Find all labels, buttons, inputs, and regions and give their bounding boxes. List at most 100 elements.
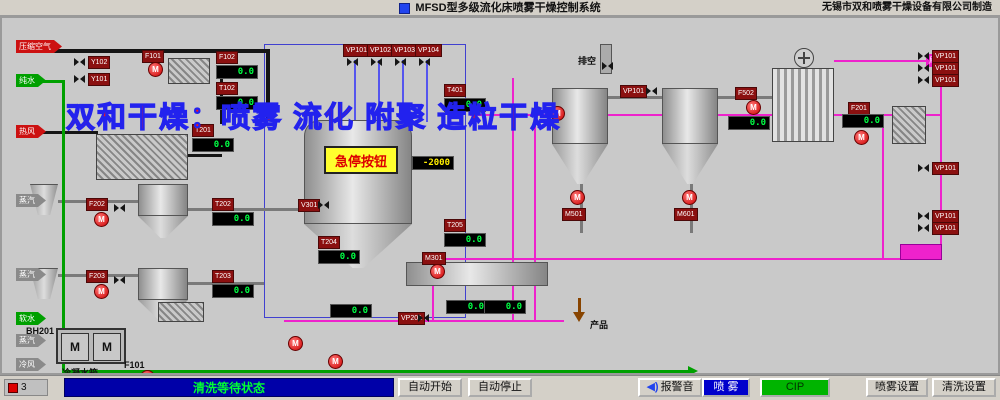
pipe (940, 58, 942, 258)
drain-box (900, 244, 942, 260)
pump[interactable]: M (430, 264, 445, 279)
title-bar: MFSD型多级流化床喷雾干燥控制系统 无锡市双和喷雾干燥设备有限公司制造 (0, 0, 1000, 16)
heat-exchanger (168, 58, 210, 84)
tag-plate: F202 (86, 198, 108, 211)
pump[interactable]: M (550, 106, 565, 121)
product-arrow (573, 312, 585, 322)
valve-icon[interactable] (918, 164, 929, 172)
valve-icon[interactable] (74, 58, 85, 66)
tag-plate: VP104 (415, 44, 443, 57)
pipe (62, 370, 690, 373)
pipe (834, 60, 928, 62)
valve-icon[interactable] (918, 76, 929, 84)
pump[interactable]: M (570, 190, 585, 205)
feed-arrow: 蒸汽 (16, 268, 46, 281)
valve-icon[interactable] (918, 224, 929, 232)
instrument-display: 0.0 (484, 300, 526, 314)
valve-icon[interactable] (646, 87, 657, 95)
pump[interactable]: M (682, 190, 697, 205)
pump[interactable]: M (94, 284, 109, 299)
sieve-box (158, 302, 204, 322)
clean-settings-button[interactable]: 清洗设置 (932, 378, 996, 397)
pipe (882, 114, 884, 260)
pipe (512, 78, 514, 322)
pump[interactable]: M (288, 336, 303, 351)
page-indicator: 3 (4, 379, 48, 396)
valve-icon[interactable] (419, 58, 430, 66)
value-readout: 0.0 (192, 138, 234, 152)
tag-plate: F502 (735, 87, 757, 100)
feed-arrow: 热风 (16, 125, 46, 138)
valve-icon[interactable] (74, 75, 85, 83)
feed-arrow: 压缩空气 (16, 40, 62, 53)
pump[interactable]: M (746, 100, 761, 115)
cip-mode-button[interactable]: CIP (760, 378, 830, 397)
tag-plate: M301 (422, 252, 446, 265)
diagram-label: 产品 (590, 320, 609, 330)
instrument-display: -2000 (412, 156, 454, 170)
valve-icon[interactable] (918, 212, 929, 220)
pipe (402, 60, 404, 122)
valve-icon[interactable] (114, 204, 125, 212)
valve-icon[interactable] (347, 58, 358, 66)
value-readout: 0.0 (728, 116, 770, 130)
tag-plate: VP101 (620, 85, 648, 98)
condensate-tank: M M (56, 328, 126, 364)
diagram-label: 排空 (578, 56, 597, 66)
exhaust-fan-icon (794, 48, 814, 68)
vessel-shape (662, 88, 718, 144)
valve-icon[interactable] (918, 52, 929, 60)
diagram-label: BH201 (26, 326, 55, 336)
tag-plate: VP101 (932, 222, 960, 235)
value-readout: 0.0 (318, 250, 360, 264)
valve-icon[interactable] (395, 58, 406, 66)
flow-arrow-green (688, 366, 698, 373)
instrument-display: 0.0 (842, 114, 884, 128)
tag-plate: T205 (444, 219, 466, 232)
pump[interactable]: M (148, 62, 163, 77)
small-cyclone-right (892, 106, 926, 144)
emergency-stop-button[interactable]: 急停按钮 (324, 146, 398, 174)
instrument-display: 0.0 (728, 116, 770, 130)
app-icon (399, 2, 411, 14)
tag-plate: T201 (192, 124, 214, 137)
valve-icon[interactable] (918, 64, 929, 72)
tag-plate: T102 (216, 82, 238, 95)
valve-icon[interactable] (418, 314, 429, 322)
feed-arrow: 纯水 (16, 74, 46, 87)
speaker-icon: ◀) (646, 381, 659, 393)
valve-icon[interactable] (318, 201, 329, 209)
alarm-mute-label: 报警音 (660, 381, 694, 393)
tag-plate: M601 (674, 208, 698, 221)
pump[interactable]: M (94, 212, 109, 227)
value-readout: 0.0 (212, 212, 254, 226)
pump[interactable]: M (854, 130, 869, 145)
valve-icon[interactable] (602, 62, 613, 70)
cone-shape (138, 216, 188, 238)
tag-plate: T202 (212, 198, 234, 211)
tag-plate: V301 (298, 199, 321, 212)
tag-plate: T203 (212, 270, 234, 283)
value-readout: 0.0 (212, 284, 254, 298)
auto-stop-button[interactable]: 自动停止 (468, 378, 532, 397)
window-title: MFSD型多级流化床喷雾干燥控制系统 (415, 2, 601, 14)
page-number: 3 (21, 382, 27, 393)
pipe (578, 298, 581, 314)
tag-plate: VP101 (932, 162, 960, 175)
alarm-mute-button[interactable]: ◀)报警音 (638, 378, 702, 397)
valve-icon[interactable] (371, 58, 382, 66)
spray-settings-button[interactable]: 喷雾设置 (866, 378, 928, 397)
air-filter-heater (96, 134, 188, 180)
status-banner: 清洗等待状态 (64, 378, 394, 397)
pump[interactable]: M (328, 354, 343, 369)
auto-start-button[interactable]: 自动开始 (398, 378, 462, 397)
motor-box-2: M (93, 333, 121, 361)
spray-mode-button[interactable]: 喷 雾 (702, 378, 750, 397)
valve-icon[interactable] (114, 276, 125, 284)
value-readout: 0.0 (216, 96, 258, 110)
diagram-label: 冷凝水箱 (62, 368, 99, 375)
